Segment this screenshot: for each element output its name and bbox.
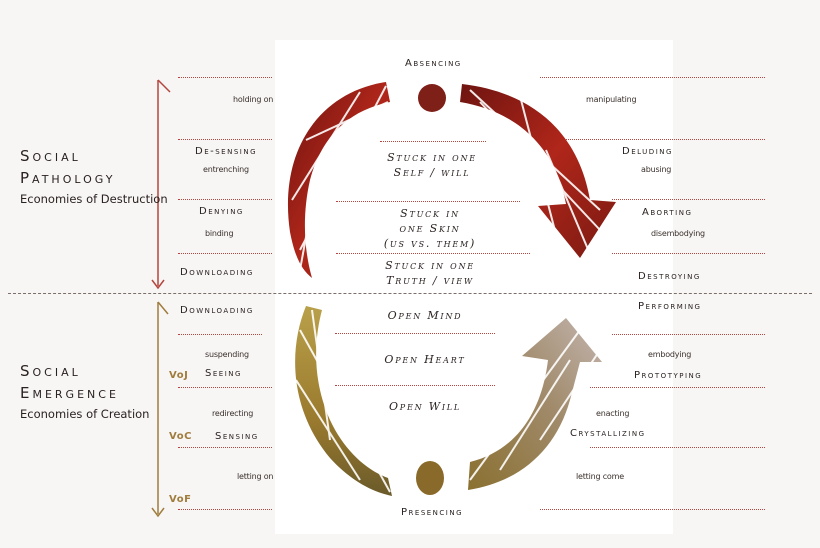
stuck-skin-line3: (us vs. them) bbox=[383, 237, 477, 250]
stuck-self-line1: Stuck in one bbox=[387, 151, 477, 164]
emergence-subtitle: Economies of Creation bbox=[20, 407, 150, 421]
pathology-title-2: Pathology bbox=[20, 169, 116, 187]
voice-judgment: VoJ bbox=[169, 370, 189, 381]
emergence-title-2: Emergence bbox=[20, 384, 119, 402]
label-crystallizing: Crystallizing bbox=[570, 428, 646, 439]
divider-line bbox=[8, 293, 812, 294]
label-deluding: Deluding bbox=[622, 146, 673, 157]
label-downloading-top: Downloading bbox=[180, 267, 254, 278]
center-stuck-truth: Stuck in one Truth / view bbox=[358, 258, 502, 288]
absencing-arc-left bbox=[287, 82, 390, 278]
label-desensing: De-sensing bbox=[195, 146, 258, 157]
absencing-dot bbox=[418, 84, 446, 112]
label-seeing: Seeing bbox=[205, 368, 242, 379]
label-denying: Denying bbox=[199, 206, 244, 217]
presencing-dot bbox=[416, 461, 444, 495]
stuck-truth-line2: Truth / view bbox=[386, 274, 474, 287]
label-holding-on: holding on bbox=[233, 95, 274, 104]
voice-fear: VoF bbox=[169, 494, 192, 505]
label-performing: Performing bbox=[638, 301, 702, 312]
center-open-mind: Open Mind bbox=[387, 309, 463, 322]
emergence-heading: Social Emergence Economies of Creation bbox=[20, 360, 149, 421]
stuck-truth-line1: Stuck in one bbox=[385, 259, 475, 272]
label-disembodying: disembodying bbox=[651, 229, 705, 238]
absencing-label: Absencing bbox=[405, 58, 462, 69]
label-binding: binding bbox=[205, 229, 234, 238]
arc-highlights bbox=[291, 85, 601, 493]
absencing-arc-right bbox=[460, 84, 616, 258]
label-embodying: embodying bbox=[648, 350, 692, 359]
center-stuck-skin: Stuck in one Skin (us vs. them) bbox=[360, 206, 500, 251]
label-sensing: Sensing bbox=[215, 431, 259, 442]
center-open-heart: Open Heart bbox=[384, 353, 466, 366]
pathology-title-1: Social bbox=[20, 147, 81, 165]
stuck-skin-line1: Stuck in bbox=[400, 207, 460, 220]
pathology-subtitle: Economies of Destruction bbox=[20, 192, 168, 206]
voice-cynicism: VoC bbox=[169, 431, 192, 442]
label-abusing: abusing bbox=[641, 165, 672, 174]
label-letting-come: letting come bbox=[576, 472, 624, 481]
stuck-self-line2: Self / will bbox=[393, 166, 471, 179]
label-redirecting: redirecting bbox=[212, 409, 254, 418]
label-enacting: enacting bbox=[596, 409, 630, 418]
emergence-down-arrow bbox=[151, 301, 169, 518]
label-entrenching: entrenching bbox=[203, 165, 249, 174]
label-destroying: Destroying bbox=[638, 271, 701, 282]
presencing-label: Presencing bbox=[401, 507, 464, 518]
pathology-heading: Social Pathology Economies of Destructio… bbox=[20, 145, 168, 206]
label-aborting: Aborting bbox=[642, 207, 693, 218]
label-manipulating: manipulating bbox=[586, 95, 637, 104]
label-downloading-bottom: Downloading bbox=[180, 305, 254, 316]
label-letting-on: letting on bbox=[237, 472, 274, 481]
center-stuck-self: Stuck in one Self / will bbox=[360, 150, 504, 180]
label-prototyping: Prototyping bbox=[634, 370, 703, 381]
center-open-will: Open Will bbox=[388, 400, 462, 413]
emergence-title-1: Social bbox=[20, 362, 81, 380]
label-suspending: suspending bbox=[205, 350, 249, 359]
stuck-skin-line2: one Skin bbox=[399, 222, 461, 235]
pathology-down-arrow bbox=[151, 79, 171, 290]
